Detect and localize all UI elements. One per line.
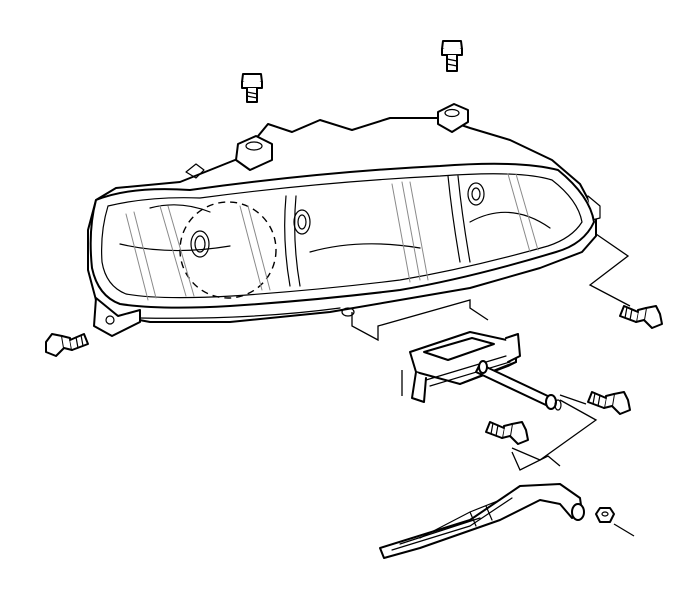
bulb-low-beam [190,230,210,258]
bolt-bracket-right [587,391,631,415]
bulb-high-beam [293,209,311,235]
bolt-top-right [441,40,463,72]
bolt-bracket-bottom [485,421,529,445]
bolt-left [45,333,89,357]
wiper-arm [379,483,585,559]
nut [595,507,615,523]
bolt-right [619,305,663,329]
headlamp-housing [87,103,601,337]
bulb-indicator [467,182,485,206]
mounting-bracket [409,331,521,403]
bolt-top-left [241,73,263,103]
leader-lines [351,233,635,537]
adjuster-rod [475,360,562,411]
